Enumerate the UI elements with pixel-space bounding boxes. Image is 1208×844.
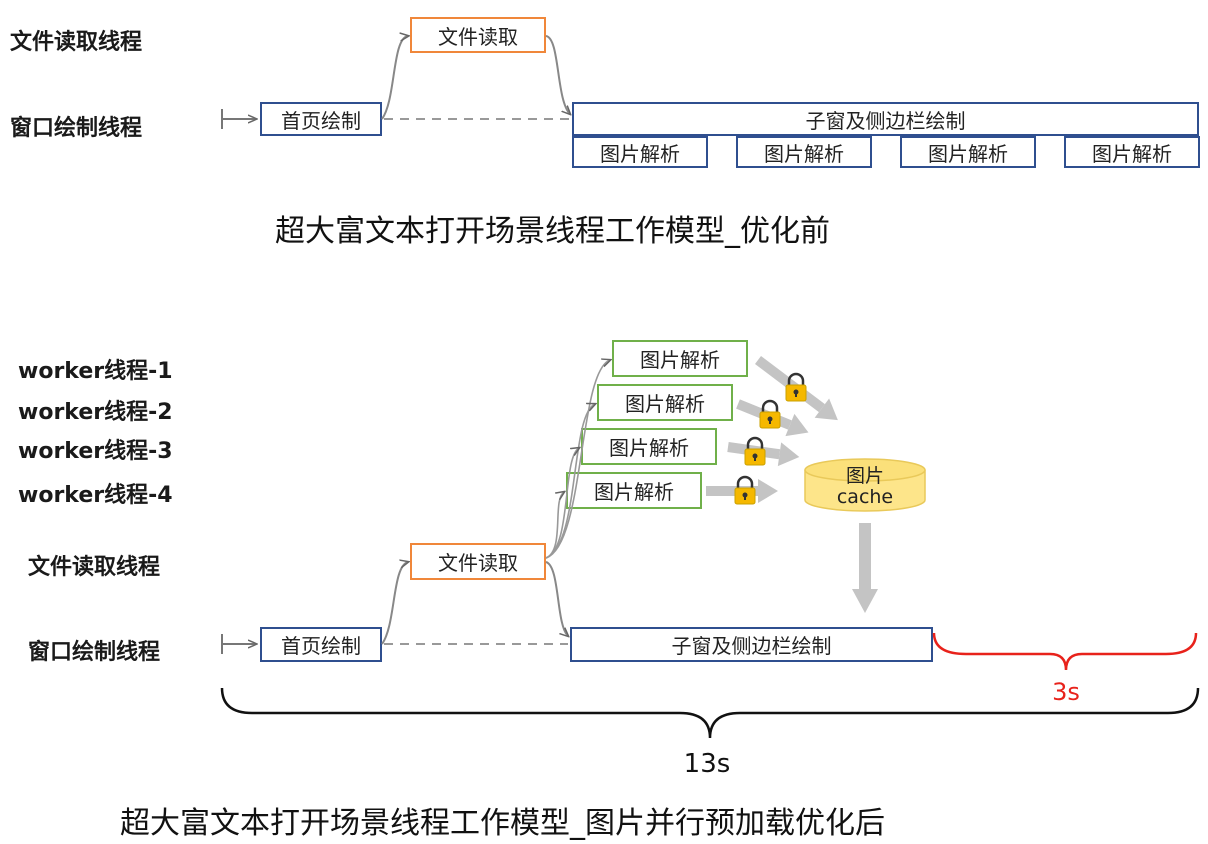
file-read-box-top: 文件读取 [410, 17, 546, 53]
start-arrow-icon-top [221, 109, 256, 129]
cache-label-line1: 图片 [846, 465, 884, 487]
connector-fileread-to-subwindow-top [545, 35, 570, 114]
image-parse-box-top-2: 图片解析 [736, 136, 872, 168]
lock-icon-4 [734, 475, 756, 505]
image-parse-box-top-3: 图片解析 [900, 136, 1036, 168]
home-draw-box-top: 首页绘制 [260, 102, 382, 136]
cache-cylinder-icon [804, 458, 926, 512]
label-file-read-thread-top: 文件读取线程 [10, 30, 143, 55]
label-worker-4: worker线程-4 [18, 483, 173, 508]
saved-time-brace [932, 632, 1198, 671]
lock-icon-1 [785, 372, 807, 402]
label-file-read-thread-bottom: 文件读取线程 [28, 555, 161, 580]
image-parse-box-worker-2: 图片解析 [597, 384, 733, 421]
image-parse-box-worker-1: 图片解析 [612, 340, 748, 377]
subwindow-sidebar-draw-box-bottom: 子窗及侧边栏绘制 [570, 627, 933, 662]
caption-before: 超大富文本打开场景线程工作模型_优化前 [275, 214, 830, 249]
connector-fileread-to-worker-2 [545, 404, 595, 559]
image-parse-box-top-4: 图片解析 [1064, 136, 1200, 168]
cache-down-arrow-icon [852, 523, 878, 613]
label-window-draw-thread-bottom: 窗口绘制线程 [28, 640, 161, 665]
image-parse-box-worker-3: 图片解析 [581, 428, 717, 465]
total-time-label: 13s [684, 749, 731, 779]
cache-label-line2: cache [837, 486, 893, 508]
connector-fileread-to-subwindow-bottom [545, 561, 568, 636]
label-worker-2: worker线程-2 [18, 400, 173, 425]
lock-icon-2 [759, 399, 781, 429]
connector-fileread-to-worker-4 [545, 492, 564, 559]
connector-fileread-to-worker-1 [545, 360, 610, 559]
connector-fileread-to-worker-3 [545, 448, 579, 559]
lock-icon-3 [744, 436, 766, 466]
home-draw-box-bottom: 首页绘制 [260, 627, 382, 662]
connector-home-to-fileread-bottom [381, 562, 408, 645]
label-worker-3: worker线程-3 [18, 439, 173, 464]
subwindow-sidebar-draw-box-top: 子窗及侧边栏绘制 [572, 102, 1199, 136]
label-window-draw-thread-top: 窗口绘制线程 [10, 116, 143, 141]
image-parse-box-top-1: 图片解析 [572, 136, 708, 168]
start-arrow-icon-bottom [221, 634, 256, 654]
label-worker-1: worker线程-1 [18, 359, 173, 384]
connector-home-to-fileread-top [381, 36, 408, 120]
saved-time-label: 3s [1052, 678, 1080, 706]
total-time-brace [220, 687, 1200, 739]
file-read-box-bottom: 文件读取 [410, 543, 546, 580]
caption-after: 超大富文本打开场景线程工作模型_图片并行预加载优化后 [120, 806, 885, 841]
arrow-icon-worker-4 [706, 479, 778, 503]
